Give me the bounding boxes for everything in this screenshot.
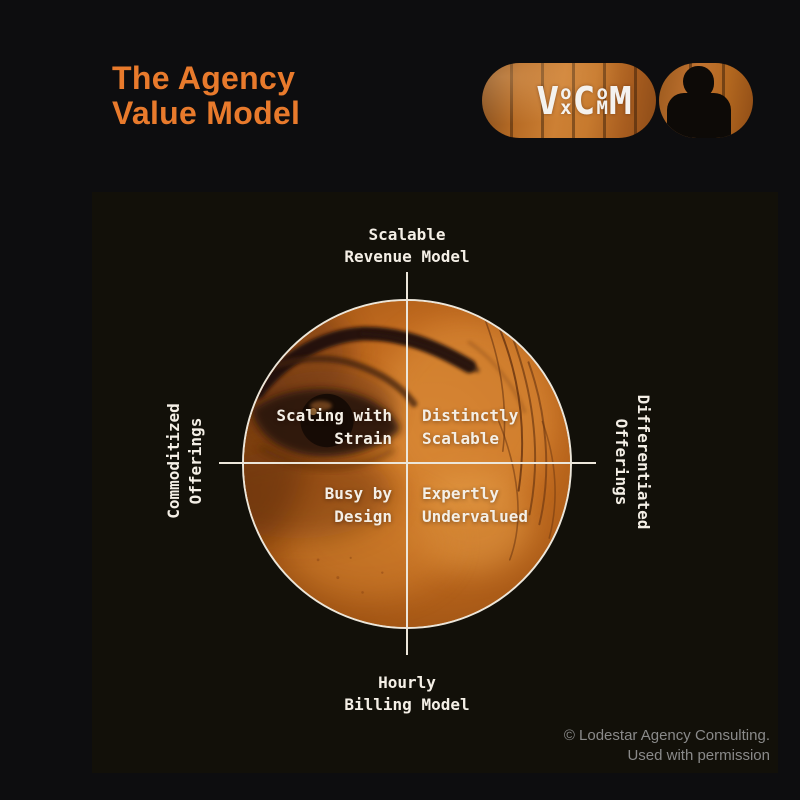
quadrant-label-bottom-left: Busy by Design [206, 482, 392, 528]
person-silhouette-body [667, 93, 731, 138]
axis-right-line-1: Differentiated [634, 394, 653, 530]
axis-label-left: Commoditized Offerings [163, 311, 209, 611]
quadrant-tl-line-2: Strain [334, 429, 392, 448]
page-title: The Agency Value Model [112, 61, 300, 131]
logo-letter: x [560, 96, 572, 119]
logo-letter: M [596, 96, 608, 119]
logo-letter: V [536, 78, 560, 123]
quadrant-br-line-2: Undervalued [422, 507, 528, 526]
logo-stacked-letters: o M [596, 81, 608, 119]
axis-label-bottom: Hourly Billing Model [257, 672, 557, 716]
person-silhouette-icon [683, 66, 714, 98]
quadrant-label-top-right: Distinctly Scalable [422, 404, 612, 450]
axis-top-line-2: Revenue Model [344, 247, 470, 266]
logo-text: V o x C o M M [536, 82, 632, 120]
logo-letter: o [596, 81, 608, 104]
horizontal-axis-line [219, 462, 596, 464]
axis-left-line-2: Offerings [186, 417, 205, 505]
copyright-line-2: Used with permission [627, 747, 770, 764]
axis-top-line-1: Scalable [368, 225, 446, 244]
axis-label-top: Scalable Revenue Model [257, 224, 557, 268]
quadrant-tr-line-1: Distinctly [422, 406, 519, 425]
axis-right-line-2: Offerings [612, 418, 631, 506]
quadrant-tr-line-2: Scalable [422, 429, 500, 448]
axis-left-line-1: Commoditized [164, 403, 183, 519]
quadrant-label-bottom-right: Expertly Undervalued [422, 482, 612, 528]
logo-wordmark-pill: V o x C o M M [482, 63, 656, 138]
logo-photo-blob [659, 63, 753, 138]
vocomm-logo: V o x C o M M [482, 63, 753, 138]
copyright-line-1: © Lodestar Agency Consulting. [563, 727, 770, 744]
logo-letter: C [572, 78, 596, 123]
logo-stacked-letters: o x [560, 81, 572, 119]
logo-letter: M [608, 78, 632, 123]
axis-bottom-line-1: Hourly [378, 673, 436, 692]
title-line-1: The Agency [112, 60, 296, 96]
logo-letter: o [560, 81, 572, 104]
axis-bottom-line-2: Billing Model [344, 695, 470, 714]
title-line-2: Value Model [112, 95, 301, 131]
quadrant-bl-line-2: Design [334, 507, 392, 526]
quadrant-tl-line-1: Scaling with [276, 406, 392, 425]
quadrant-br-line-1: Expertly [422, 484, 500, 503]
axis-label-right: Differentiated Offerings [608, 312, 654, 612]
quadrant-bl-line-1: Busy by [324, 484, 392, 503]
quadrant-label-top-left: Scaling with Strain [206, 404, 392, 450]
copyright-note: © Lodestar Agency Consulting. Used with … [564, 726, 770, 766]
